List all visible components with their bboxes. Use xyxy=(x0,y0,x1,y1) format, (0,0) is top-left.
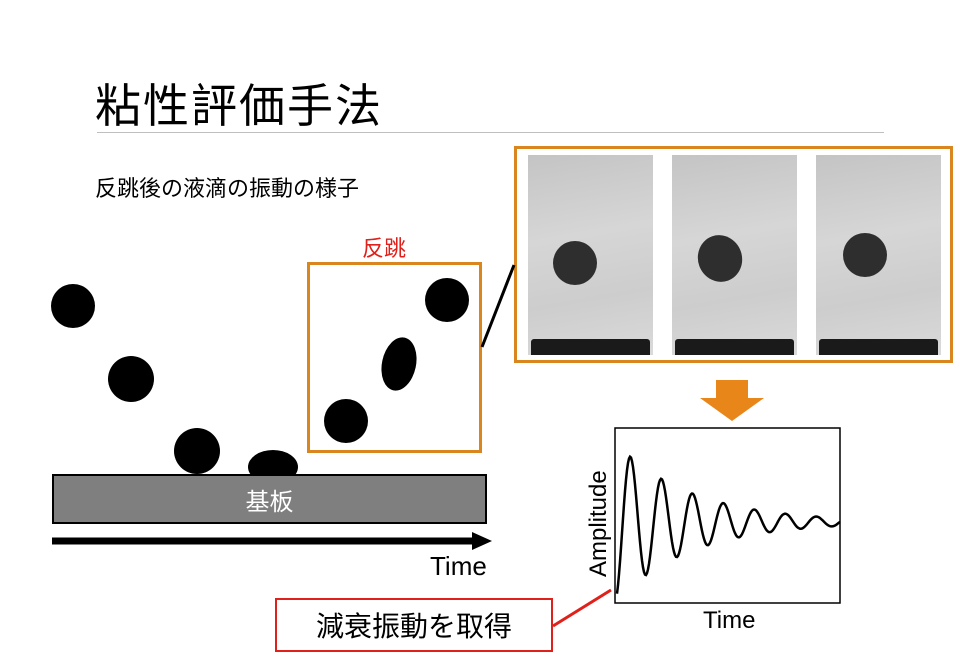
graph-ylabel: Amplitude xyxy=(585,470,612,577)
result-callout: 減衰振動を取得 xyxy=(275,598,553,652)
substrate-photo xyxy=(531,339,650,355)
droplet-rebound-3 xyxy=(425,278,469,322)
callout-line xyxy=(552,588,612,628)
droplet xyxy=(843,233,887,277)
droplet-falling-2 xyxy=(108,356,154,402)
down-arrow-icon xyxy=(700,380,764,421)
title-divider xyxy=(97,132,884,133)
droplet-falling-3 xyxy=(174,428,220,474)
droplet-falling-1 xyxy=(51,284,95,328)
substrate: 基板 xyxy=(52,474,487,524)
time-axis-label: Time xyxy=(430,551,487,581)
bounce-label: 反跳 xyxy=(362,237,407,262)
droplet-photo-2 xyxy=(672,155,797,355)
droplet xyxy=(553,241,597,285)
substrate-photo xyxy=(675,339,794,355)
damped-oscillation-curve xyxy=(615,454,841,594)
graph-xlabel: Time xyxy=(703,607,756,634)
droplet-photo-3 xyxy=(816,155,941,355)
bounce-frame xyxy=(307,262,482,453)
substrate-photo xyxy=(819,339,938,355)
droplet-photo-1 xyxy=(528,155,653,355)
time-arrow-head xyxy=(472,532,492,550)
subtitle: 反跳後の液滴の振動の様子 xyxy=(95,177,360,202)
droplet-rebound-1 xyxy=(324,399,368,443)
photo-frame xyxy=(514,146,953,363)
graph-frame xyxy=(614,427,841,604)
zoom-connector-line xyxy=(480,264,516,348)
slide-title: 粘性評価手法 xyxy=(95,79,383,133)
